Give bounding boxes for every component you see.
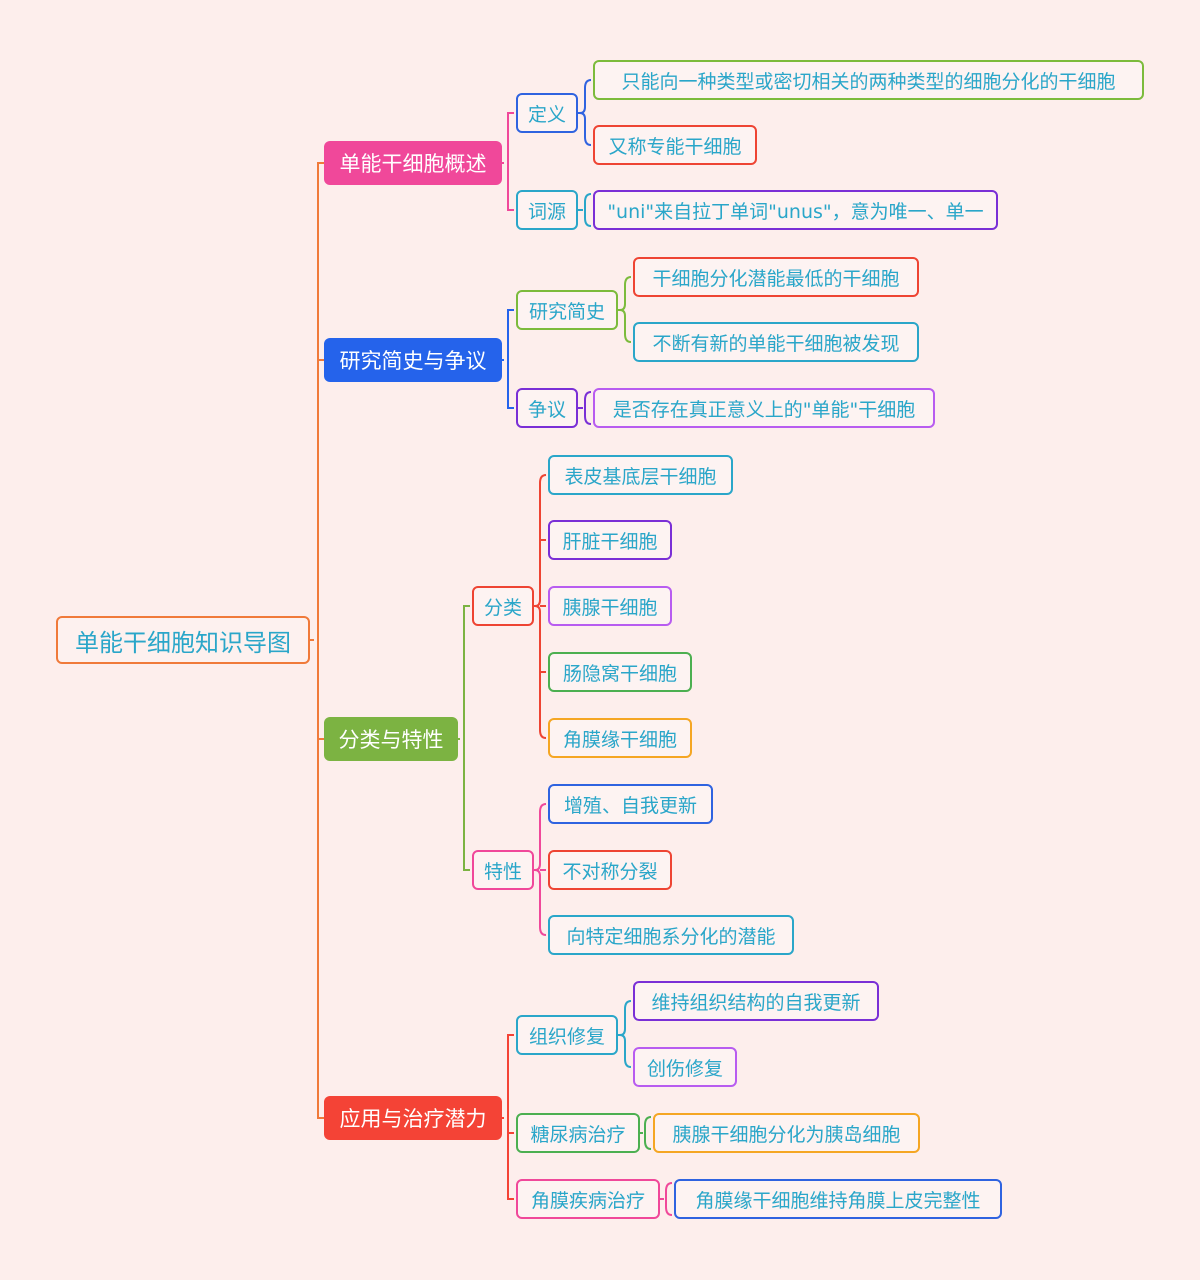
branch-classification[interactable]: 分类与特性 — [324, 717, 458, 761]
branch-applications[interactable]: 应用与治疗潜力 — [324, 1096, 502, 1140]
leaf-history-1[interactable]: 干细胞分化潜能最低的干细胞 — [633, 257, 919, 297]
leaf-property-1[interactable]: 增殖、自我更新 — [548, 784, 713, 824]
connector-line — [507, 1034, 514, 1200]
connector-line — [584, 391, 592, 425]
leaf-corneal-1[interactable]: 角膜缘干细胞维持角膜上皮完整性 — [674, 1179, 1002, 1219]
connector-line — [665, 1182, 673, 1216]
sub-etymology[interactable]: 词源 — [516, 190, 578, 230]
branch-overview[interactable]: 单能干细胞概述 — [324, 141, 502, 185]
branch-history[interactable]: 研究简史与争议 — [324, 338, 502, 382]
connector-line — [619, 276, 632, 343]
leaf-type-2[interactable]: 肝脏干细胞 — [548, 520, 672, 560]
leaf-type-5[interactable]: 角膜缘干细胞 — [548, 718, 692, 758]
leaf-definition-2[interactable]: 又称专能干细胞 — [593, 125, 757, 165]
leaf-repair-1[interactable]: 维持组织结构的自我更新 — [633, 981, 879, 1021]
sub-diabetes[interactable]: 糖尿病治疗 — [516, 1113, 640, 1153]
sub-properties[interactable]: 特性 — [472, 850, 534, 890]
leaf-property-3[interactable]: 向特定细胞系分化的潜能 — [548, 915, 794, 955]
connector-line — [619, 1000, 632, 1068]
leaf-etymology-1[interactable]: "uni"来自拉丁单词"unus"，意为唯一、单一 — [593, 190, 998, 230]
sub-definition[interactable]: 定义 — [516, 93, 578, 133]
connector-line — [507, 112, 514, 211]
connector-line — [507, 309, 514, 409]
connector-line — [534, 803, 547, 936]
connector-line — [584, 193, 592, 227]
sub-corneal[interactable]: 角膜疾病治疗 — [516, 1179, 660, 1219]
leaf-controversy-1[interactable]: 是否存在真正意义上的"单能"干细胞 — [593, 388, 935, 428]
sub-research-history[interactable]: 研究简史 — [516, 290, 618, 330]
connector-line — [644, 1116, 652, 1150]
sub-tissue-repair[interactable]: 组织修复 — [516, 1015, 618, 1055]
connector-line — [579, 79, 592, 146]
leaf-repair-2[interactable]: 创伤修复 — [633, 1047, 737, 1087]
connector-line — [317, 162, 324, 1119]
root-node[interactable]: 单能干细胞知识导图 — [56, 616, 310, 664]
leaf-property-2[interactable]: 不对称分裂 — [548, 850, 672, 890]
leaf-type-4[interactable]: 肠隐窝干细胞 — [548, 652, 692, 692]
leaf-type-1[interactable]: 表皮基底层干细胞 — [548, 455, 733, 495]
leaf-diabetes-1[interactable]: 胰腺干细胞分化为胰岛细胞 — [653, 1113, 920, 1153]
connector-line — [534, 474, 547, 739]
leaf-history-2[interactable]: 不断有新的单能干细胞被发现 — [633, 322, 919, 362]
leaf-definition-1[interactable]: 只能向一种类型或密切相关的两种类型的细胞分化的干细胞 — [593, 60, 1144, 100]
connector-line — [463, 605, 470, 871]
sub-controversy[interactable]: 争议 — [516, 388, 578, 428]
sub-types[interactable]: 分类 — [472, 586, 534, 626]
leaf-type-3[interactable]: 胰腺干细胞 — [548, 586, 672, 626]
